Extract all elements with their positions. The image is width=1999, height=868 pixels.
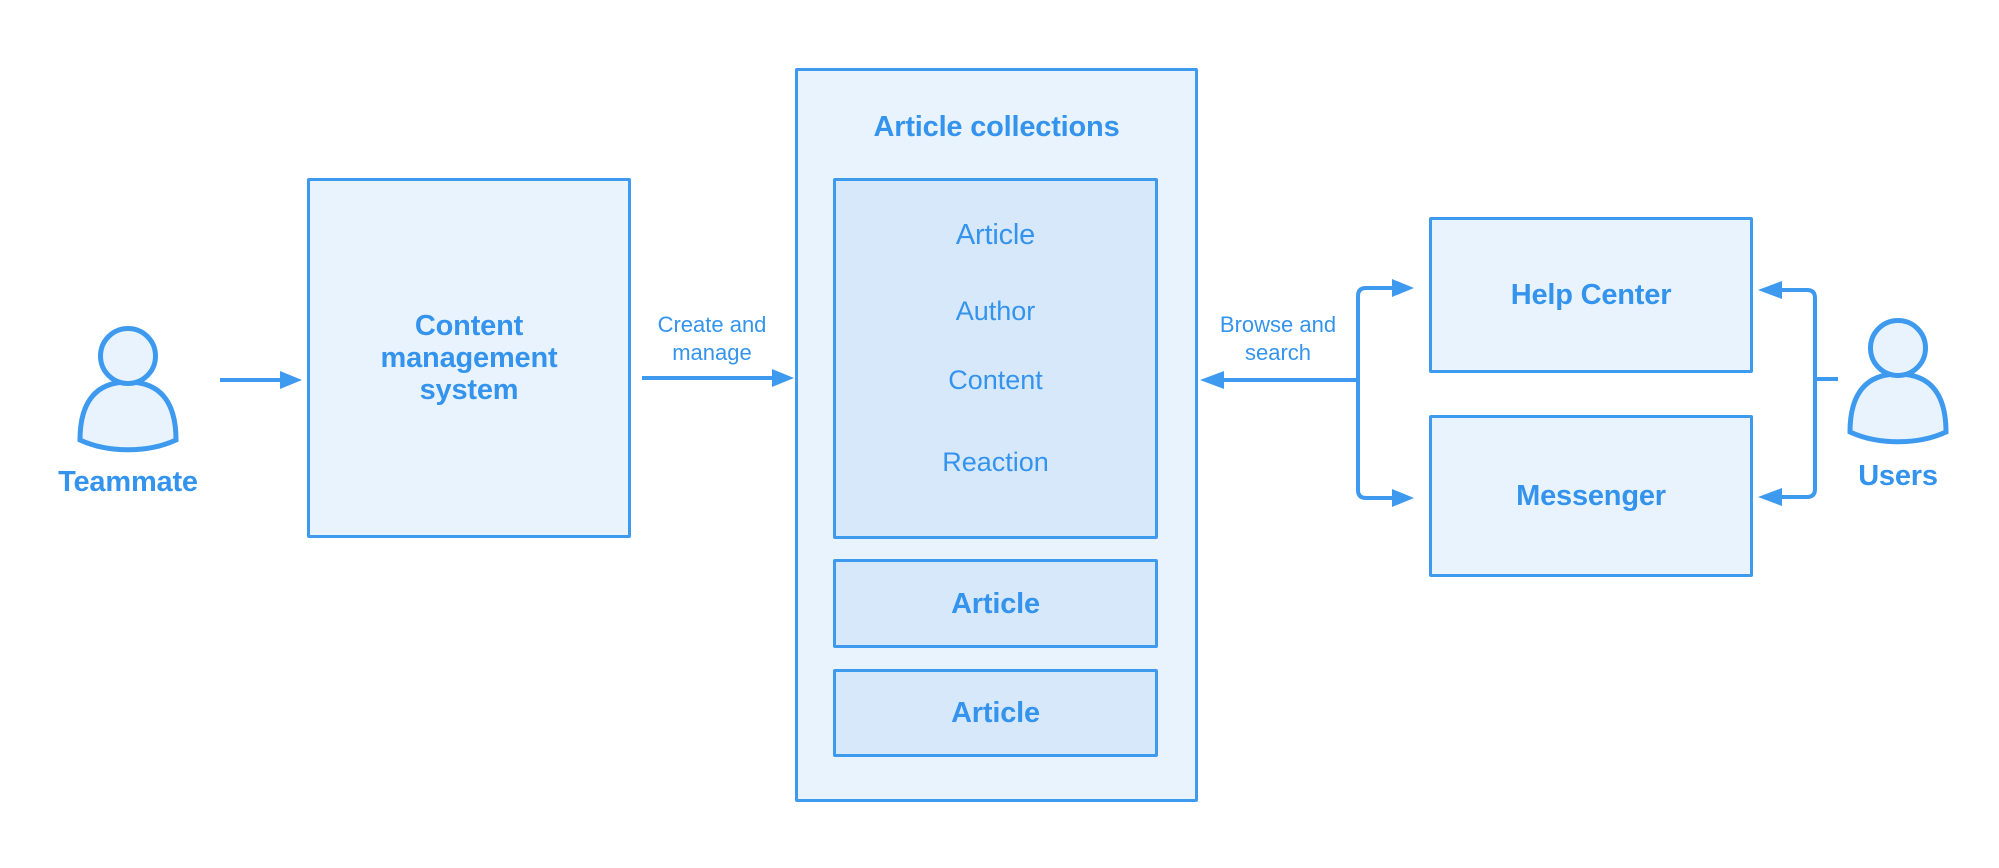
- article-detail-box: Article Author Content Reaction: [833, 178, 1158, 539]
- help-center-box: Help Center: [1429, 217, 1753, 373]
- article-collections-container: Article collections Article Author Conte…: [795, 68, 1198, 802]
- article-field-content: Content: [948, 365, 1043, 395]
- article-box-3-label: Article: [951, 697, 1040, 729]
- messenger-label: Messenger: [1516, 480, 1666, 512]
- cms-label: Content management system: [380, 310, 558, 406]
- channels-to-collections-connector: [1200, 279, 1414, 507]
- create-manage-flow-label: Create and manage: [657, 312, 767, 365]
- users-to-channels-connector: [1758, 281, 1838, 506]
- browse-search-flow-label: Browse and search: [1219, 312, 1337, 365]
- cms-box: Content management system: [307, 178, 631, 538]
- teammate-label: Teammate: [58, 466, 198, 498]
- users-person-icon: [1847, 318, 1949, 445]
- article-detail-title: Article: [955, 219, 1036, 251]
- article-collections-title: Article collections: [873, 111, 1120, 143]
- cms-to-collections-arrow: [642, 369, 794, 387]
- article-box-3: Article: [833, 669, 1158, 757]
- article-field-reaction: Reaction: [942, 447, 1049, 477]
- article-field-author: Author: [955, 296, 1036, 326]
- users-label: Users: [1858, 460, 1938, 492]
- messenger-box: Messenger: [1429, 415, 1753, 577]
- teammate-to-cms-arrow: [220, 371, 302, 389]
- help-center-label: Help Center: [1510, 279, 1672, 311]
- teammate-person-icon: [77, 326, 179, 453]
- article-box-2: Article: [833, 559, 1158, 648]
- article-box-2-label: Article: [951, 587, 1040, 620]
